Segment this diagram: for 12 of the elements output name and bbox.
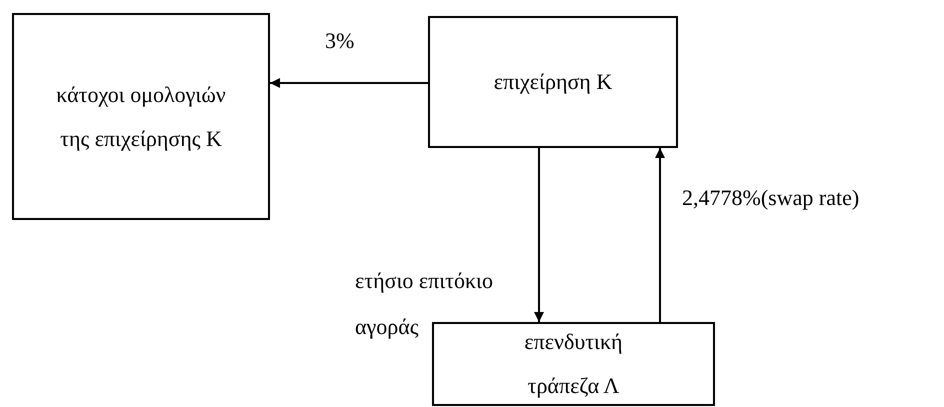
edge-label: 2,4778%(swap rate) [682,184,860,212]
process-box [432,322,715,406]
arrow [270,78,428,88]
arrow [655,148,665,322]
box-label: επενδυτική τράπεζα Λ [523,328,624,400]
edge-label: 3% [325,27,354,55]
process-box [428,16,678,148]
box-label: κάτοχοι ομολογιών της επιχείρησης Κ [56,80,226,153]
arrow [534,148,544,322]
edge-label: ετήσιο επιτόκιο αγοράς [355,267,494,341]
box-label: επιχείρηση Κ [494,68,612,96]
process-box [12,13,270,220]
